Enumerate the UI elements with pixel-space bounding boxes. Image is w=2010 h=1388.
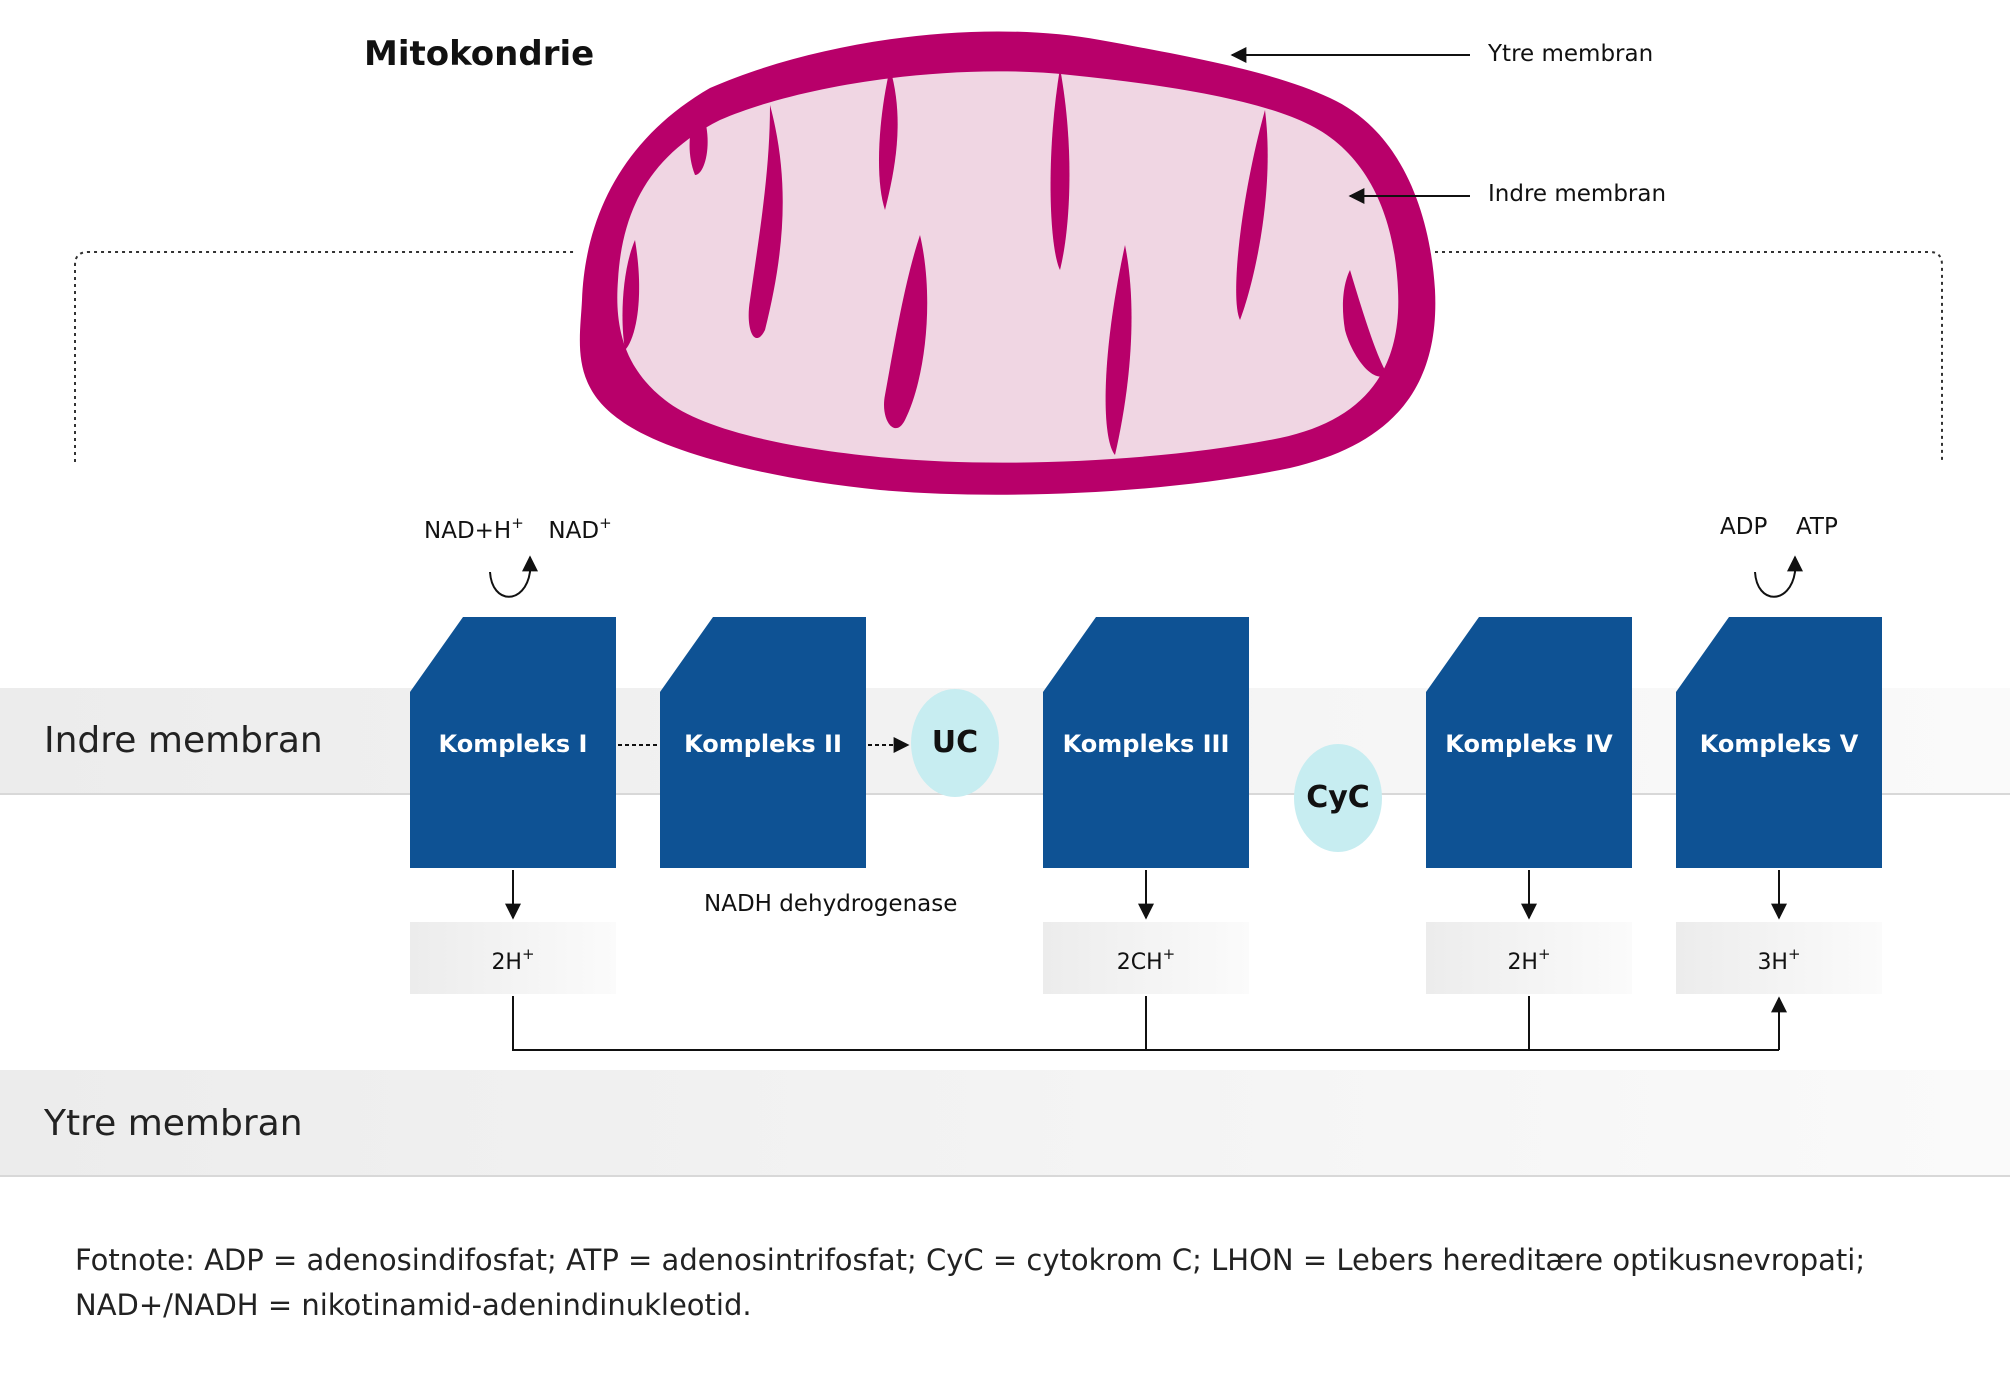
footnote-line-1: Fotnote: ADP = adenosindifosfat; ATP = a… (75, 1243, 1866, 1277)
atp-reaction-arrow (1754, 555, 1803, 598)
footnote-line-2: NAD+/NADH = nikotinamid-adenindinukleoti… (75, 1288, 752, 1322)
footnote: Fotnote: ADP = adenosindifosfat; ATP = a… (75, 1238, 1975, 1328)
proton-box-1 (410, 922, 616, 994)
uc-carrier (911, 689, 999, 797)
complex-3-label: Kompleks III (1062, 730, 1230, 758)
complex-2-shape (660, 617, 866, 868)
complex-1-shape (410, 617, 616, 868)
adp-text: ADP (1720, 514, 1768, 540)
nadh-text: NAD+H (424, 518, 512, 544)
zoom-bracket (74, 251, 1943, 462)
uc-label: UC (931, 725, 979, 760)
atp-text: ATP (1795, 514, 1838, 540)
proton-box-2 (1043, 922, 1249, 994)
proton-label-4: 3H+ (1757, 945, 1801, 975)
mitochondrion-illustration (579, 31, 1436, 495)
nad-reaction-arrow (489, 555, 538, 598)
proton-box-3 (1426, 922, 1632, 994)
complex-4-label: Kompleks IV (1445, 730, 1613, 758)
nad-reaction-label: NAD+H+ NAD+ (424, 514, 612, 544)
nad-charge: + (599, 514, 612, 532)
nadh-charge: + (511, 514, 524, 532)
proton-label-1: 2H+ (491, 945, 535, 975)
outer-membrane-band (0, 1070, 2010, 1176)
proton-label-2: 2CH+ (1116, 945, 1176, 975)
complex-5-label: Kompleks V (1699, 730, 1859, 758)
proton-label-3: 2H+ (1507, 945, 1551, 975)
atp-reaction-label: ADP ATP (1720, 514, 1838, 540)
proton-flow-connector (512, 996, 1779, 1051)
complex-1-label: Kompleks I (438, 730, 588, 758)
inner-membrane-band-label: Indre membran (44, 720, 323, 761)
nadh-dehydrogenase-label: NADH dehydrogenase (704, 891, 958, 917)
inner-membrane-pointer-label: Indre membran (1488, 181, 1667, 207)
cyc-carrier (1294, 744, 1382, 852)
outer-membrane-band-label: Ytre membran (44, 1103, 303, 1144)
complex-4-shape (1426, 617, 1632, 868)
complex-2-label: Kompleks II (684, 730, 842, 758)
complex-3-shape (1043, 617, 1249, 868)
cyc-label: CyC (1306, 780, 1370, 815)
proton-box-4 (1676, 922, 1882, 994)
outer-membrane-pointer-label: Ytre membran (1488, 41, 1654, 67)
complex-5-shape (1676, 617, 1882, 868)
inner-membrane-band (0, 688, 2010, 794)
diagram-title: Mitokondrie (364, 34, 595, 74)
nad-text: NAD (548, 518, 600, 544)
